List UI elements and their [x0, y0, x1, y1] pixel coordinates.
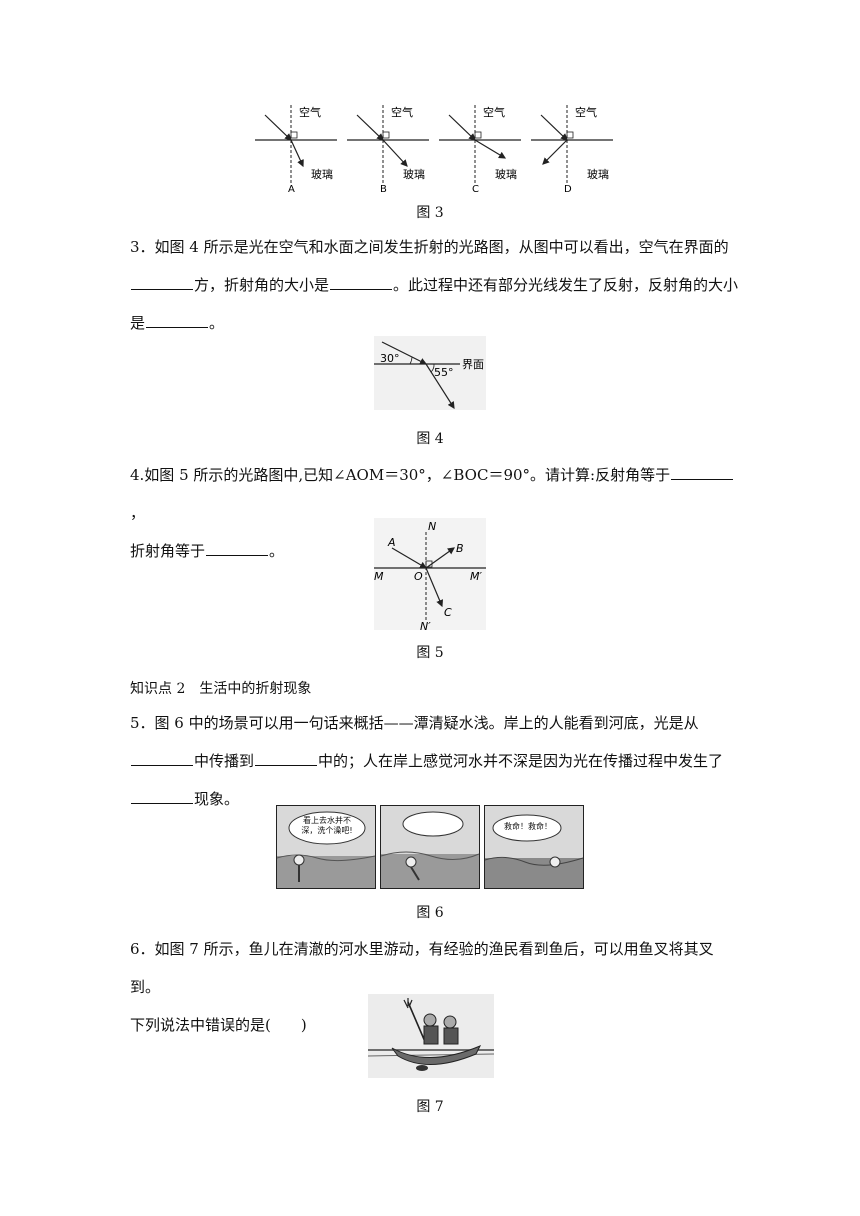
figure-5: N A B M O M′ C N′	[374, 518, 486, 633]
question-3: 3．如图 4 所示是光在空气和水面之间发生折射的光路图，从图中可以看出，空气在界…	[130, 228, 740, 342]
figure-3-label-air-d: 空气	[575, 105, 597, 119]
figure-5-label-c: C	[444, 606, 452, 619]
figure-3-label-glass-a: 玻璃	[311, 167, 333, 181]
figure-6-caption: 图 6	[416, 905, 444, 921]
figure-6-bubble-3: 救命！救命！	[504, 822, 552, 831]
question-4: 4.如图 5 所示的光路图中,已知∠AOM＝30°，∠BOC＝90°。请计算:反…	[130, 456, 740, 570]
q3-text-3: 。此过程中还有部分光线发生了反射，反射角的大小	[393, 276, 739, 294]
figure-6-panel-2	[380, 805, 480, 889]
q5-text-2: 中传播到	[194, 752, 255, 770]
figure-3-diagrams: 空气 玻璃 A 空气 玻璃 B 空气 玻璃 C	[255, 105, 613, 195]
figure-3-letter-d: D	[564, 184, 572, 195]
figure-3-letter-c: C	[472, 184, 479, 195]
figure-3: 空气 玻璃 A 空气 玻璃 B 空气 玻璃 C	[255, 100, 615, 195]
q4-text-4: 。	[269, 542, 285, 560]
figure-3-label-air-a: 空气	[299, 105, 321, 119]
figure-5-label-b: B	[456, 542, 464, 555]
figure-6: 看上去水并不深，洗个澡吧! 救命！救命！	[276, 805, 584, 889]
figure-6-bubble-1: 看上去水并不深，洗个澡吧!	[301, 816, 353, 835]
figure-3-label-air-b: 空气	[391, 105, 413, 119]
figure-3-panel-a: 空气 玻璃 A	[255, 105, 337, 195]
figure-4-diagram: 30° 55° 界面	[374, 341, 484, 410]
figure-3-panel-d: 空气 玻璃 D	[531, 105, 613, 195]
section-subtitle: 生活中的折射现象	[199, 681, 312, 697]
figure-3-panel-c: 空气 玻璃 C	[439, 105, 521, 195]
figure-3-label-glass-b: 玻璃	[403, 167, 425, 181]
q5-text-3: 中的；人在岸上感觉河水并不深是因为光在传播过程中发生了	[318, 752, 724, 770]
q4-text-3: 折射角等于	[130, 542, 206, 560]
figure-5-label-m-prime: M′	[470, 570, 482, 583]
figure-6-panel-3: 救命！救命！	[484, 805, 584, 889]
q4-text-1: 4.如图 5 所示的光路图中,已知∠AOM＝30°，∠BOC＝90°。请计算:反…	[130, 466, 671, 484]
question-6: 6．如图 7 所示，鱼儿在清澈的河水里游动，有经验的渔民看到鱼后，可以用鱼叉将其…	[130, 930, 740, 1044]
q4-blank-1[interactable]	[671, 465, 734, 480]
figure-3-panel-b: 空气 玻璃 B	[347, 105, 429, 195]
section-heading: 知识点 2 生活中的折射现象	[130, 678, 325, 698]
figure-3-label-air-c: 空气	[483, 105, 505, 119]
q3-text-1: 3．如图 4 所示是光在空气和水面之间发生折射的光路图，从图中可以看出，空气在界…	[130, 238, 729, 256]
q3-blank-3[interactable]	[146, 313, 209, 328]
section-title: 知识点 2	[130, 681, 186, 697]
q3-text-5: 。	[209, 314, 225, 332]
figure-4-angle-55: 55°	[434, 366, 454, 379]
figure-3-label-glass-c: 玻璃	[495, 167, 517, 181]
q3-text-2: 方，折射角的大小是	[194, 276, 330, 294]
figure-5-diagram: N A B M O M′ C N′	[374, 520, 486, 633]
figure-5-label-a: A	[387, 536, 396, 549]
figure-3-letter-a: A	[288, 184, 295, 195]
figure-4-interface-label: 界面	[462, 358, 484, 371]
q4-text-2: ，	[130, 504, 146, 522]
q5-blank-1[interactable]	[131, 751, 193, 766]
figure-7-illustration	[367, 994, 495, 1078]
figure-5-label-n-prime: N′	[420, 620, 431, 633]
figure-7	[367, 994, 495, 1078]
figure-4-caption: 图 4	[416, 431, 444, 447]
figure-5-caption: 图 5	[416, 645, 444, 661]
q4-blank-2[interactable]	[206, 541, 269, 556]
figure-6-panel-1: 看上去水并不深，洗个澡吧!	[276, 805, 376, 889]
figure-5-label-o: O	[414, 570, 423, 583]
figure-3-label-glass-d: 玻璃	[587, 167, 609, 181]
q5-blank-3[interactable]	[131, 789, 193, 804]
q5-blank-2[interactable]	[255, 751, 318, 766]
figure-5-label-n: N	[428, 520, 436, 533]
figure-3-letter-b: B	[380, 184, 387, 195]
q6-line-2: 下列说法中错误的是( )	[130, 1016, 307, 1034]
q3-text-4: 是	[130, 314, 146, 332]
figure-3-caption: 图 3	[416, 205, 444, 221]
q3-blank-2[interactable]	[330, 275, 393, 290]
figure-5-label-m: M	[374, 570, 384, 583]
q6-line-1: 6．如图 7 所示，鱼儿在清澈的河水里游动，有经验的渔民看到鱼后，可以用鱼叉将其…	[130, 940, 714, 996]
q3-blank-1[interactable]	[131, 275, 193, 290]
figure-7-caption: 图 7	[416, 1099, 444, 1115]
question-5: 5．图 6 中的场景可以用一句话来概括——潭清疑水浅。岸上的人能看到河底，光是从…	[130, 704, 740, 818]
figure-4: 30° 55° 界面	[374, 336, 486, 410]
q5-text-4: 现象。	[194, 790, 240, 808]
figure-4-angle-30: 30°	[380, 352, 400, 365]
q5-text-1: 5．图 6 中的场景可以用一句话来概括——潭清疑水浅。岸上的人能看到河底，光是从	[130, 714, 699, 732]
